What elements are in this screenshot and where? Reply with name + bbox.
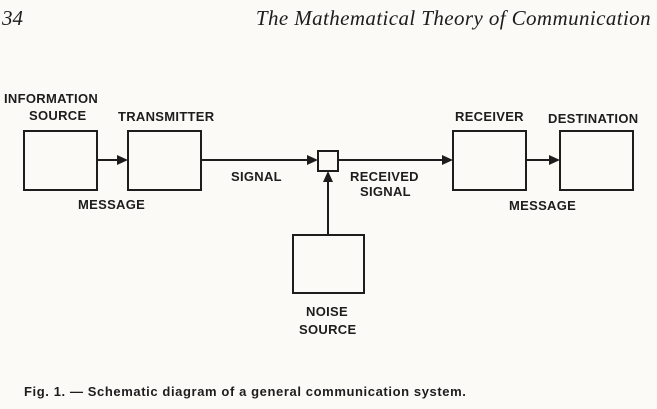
noise-source-label: NOISE — [306, 304, 348, 319]
message-label-left: MESSAGE — [78, 197, 145, 212]
received-signal-label-2: SIGNAL — [360, 184, 411, 199]
information-source-label: INFORMATION — [4, 91, 98, 106]
message-arrowhead-left — [117, 155, 128, 165]
received-signal-label: RECEIVED — [350, 169, 419, 184]
noise-junction-box — [317, 150, 339, 172]
received-signal-arrowhead — [442, 155, 453, 165]
noise-source-box — [292, 234, 365, 294]
message-arrowhead-right — [549, 155, 560, 165]
message-label-right: MESSAGE — [509, 198, 576, 213]
figure-caption: Fig. 1. — Schematic diagram of a general… — [24, 384, 467, 399]
noise-source-label-2: SOURCE — [299, 322, 356, 337]
receiver-label: RECEIVER — [455, 109, 524, 124]
signal-arrowhead — [307, 155, 318, 165]
destination-box — [559, 130, 634, 191]
information-source-label-2: SOURCE — [29, 108, 86, 123]
signal-label: SIGNAL — [231, 169, 282, 184]
noise-arrowhead — [323, 171, 333, 182]
destination-label: DESTINATION — [548, 111, 638, 126]
transmitter-label: TRANSMITTER — [118, 109, 215, 124]
receiver-box — [452, 130, 527, 191]
running-head: The Mathematical Theory of Communication — [255, 6, 651, 30]
information-source-box — [23, 130, 98, 191]
page-number: 34 — [2, 6, 23, 30]
transmitter-box — [127, 130, 202, 191]
